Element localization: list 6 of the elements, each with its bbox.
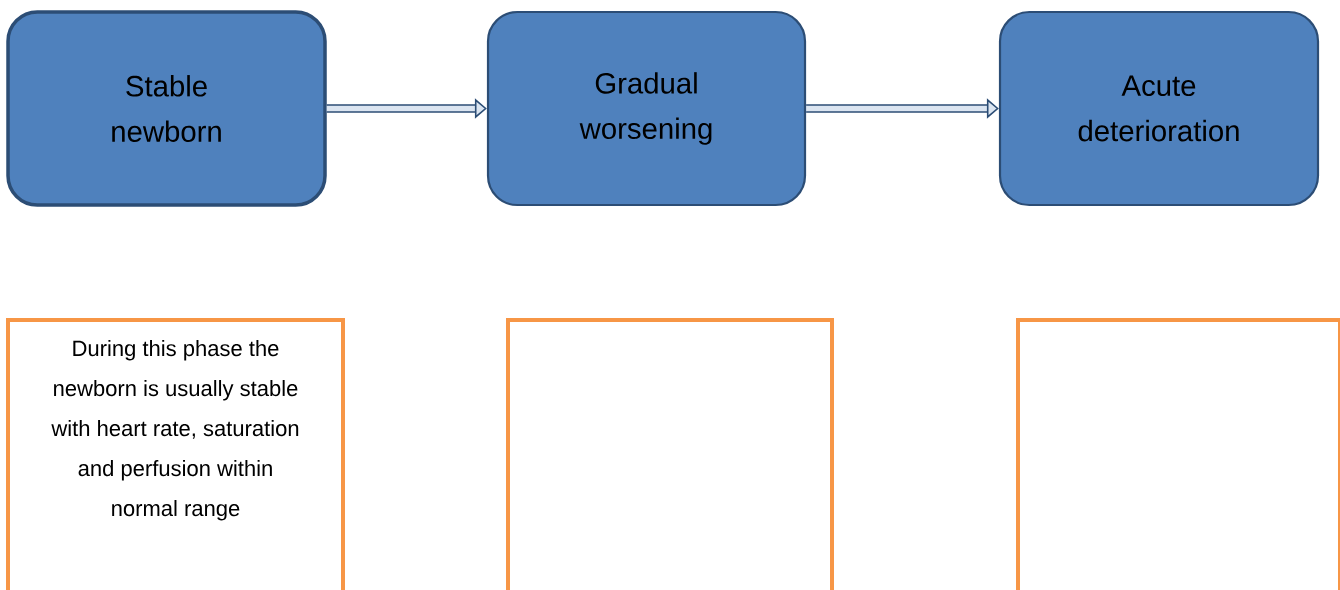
stage-box: Gradual worsening: [486, 10, 807, 207]
empty-box: [1016, 318, 1340, 590]
description-box: During this phase the newborn is usually stable with heart rate, saturation and perfusion within normal range: [6, 318, 345, 590]
stage-box: Stable newborn: [6, 10, 327, 207]
empty-box: [506, 318, 834, 590]
stage-box: Acute deterioration: [998, 10, 1320, 207]
